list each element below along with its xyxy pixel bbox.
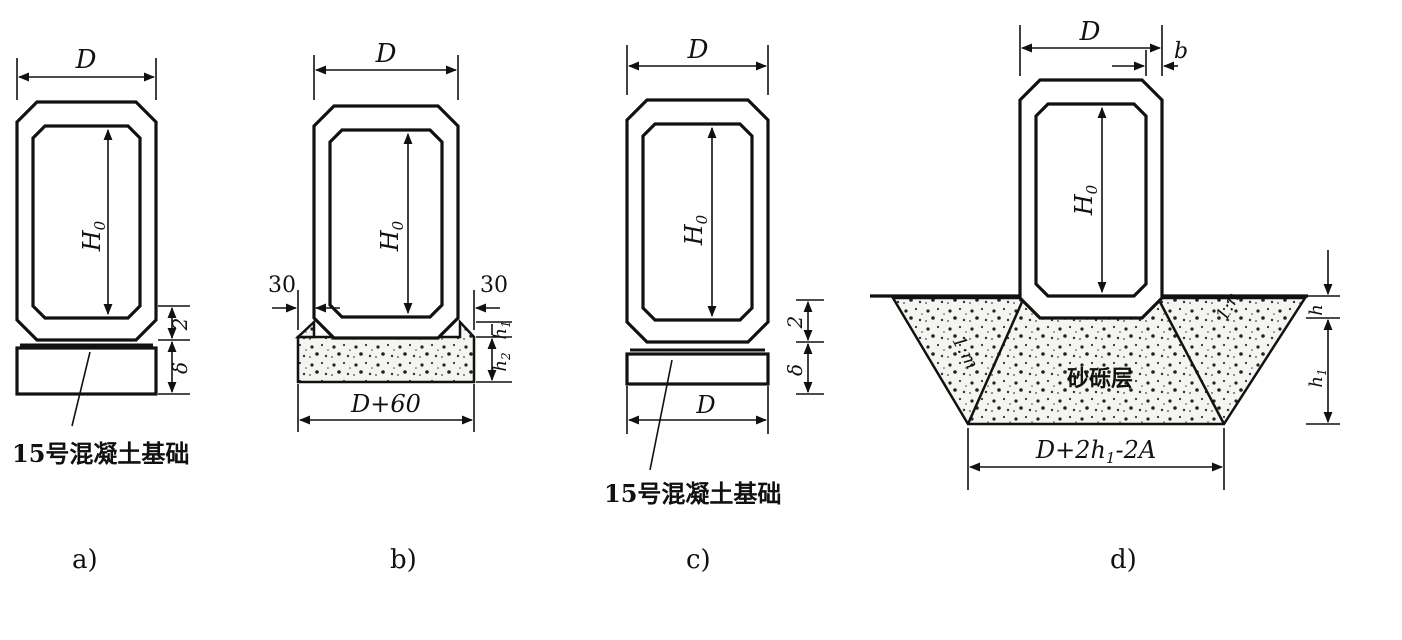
figure-c: D H0 2 δ D 15号混凝土基础 c) bbox=[604, 35, 824, 575]
base-material-label: 15号混凝土基础 bbox=[604, 479, 781, 508]
concrete-base-slab bbox=[625, 352, 770, 386]
figure-b: D H0 30 30 h1 h2 D+60 b) bbox=[268, 39, 513, 575]
figure-caption-c: c) bbox=[686, 545, 711, 575]
h-label: h bbox=[1306, 304, 1327, 316]
corner-label: b bbox=[1174, 39, 1188, 64]
h1-label: h1 bbox=[1306, 368, 1329, 387]
culvert-box-outer bbox=[625, 98, 770, 344]
wall-thickness-label: 2 bbox=[168, 318, 192, 332]
culvert-box-inner bbox=[328, 128, 444, 319]
h1-label: h1 bbox=[490, 320, 513, 339]
figure-caption-b: b) bbox=[390, 545, 417, 575]
culvert-box-inner bbox=[641, 122, 754, 322]
base-thickness-label: δ bbox=[783, 364, 807, 376]
h2-label: h2 bbox=[490, 352, 513, 371]
right-offset-label: 30 bbox=[480, 273, 508, 298]
width-label: D bbox=[75, 45, 97, 75]
height-label: H0 bbox=[680, 214, 711, 246]
culvert-box-inner bbox=[1034, 102, 1148, 298]
base-width-label: D+60 bbox=[350, 390, 421, 418]
width-label: D bbox=[1079, 17, 1101, 47]
left-offset-label: 30 bbox=[268, 273, 296, 298]
height-label: H0 bbox=[78, 220, 109, 252]
leader-line bbox=[71, 351, 91, 427]
culvert-box-inner bbox=[31, 124, 142, 320]
width-label: D bbox=[375, 39, 397, 69]
gravel-layer-label: 砂砾层 bbox=[1067, 366, 1133, 392]
height-label: H0 bbox=[376, 220, 407, 252]
base-thickness-label: δ bbox=[168, 362, 192, 374]
figure-d: H0 D b 1:m 1:n 砂砾层 h h1 D+2h1-2A d) bbox=[870, 17, 1340, 575]
concrete-base-slab bbox=[15, 346, 158, 396]
width-label: D bbox=[687, 35, 709, 65]
leader-line bbox=[649, 359, 673, 471]
base-width-label: D bbox=[695, 391, 715, 419]
figure-caption-d: d) bbox=[1110, 545, 1137, 575]
culvert-box-outer bbox=[312, 104, 460, 340]
culvert-box-outer bbox=[1018, 78, 1164, 320]
height-label: H0 bbox=[1070, 184, 1101, 216]
figure-a: D H0 2 δ 15号混凝土基础 a) bbox=[12, 45, 192, 575]
base-width-label: D+2h1-2A bbox=[1035, 436, 1156, 467]
figure-caption-a: a) bbox=[72, 545, 98, 575]
base-material-label: 15号混凝土基础 bbox=[12, 439, 189, 468]
wall-thickness-label: 2 bbox=[783, 316, 807, 330]
culvert-box-outer bbox=[15, 100, 158, 342]
